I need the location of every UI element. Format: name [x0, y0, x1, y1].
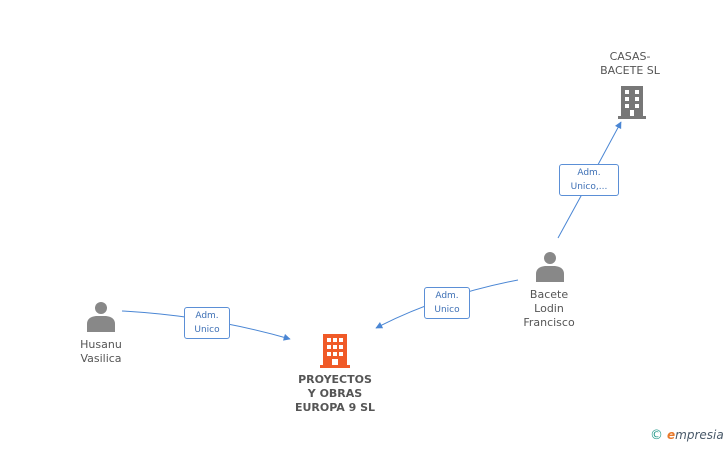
building-icon[interactable]: [618, 86, 646, 119]
node-label-line: BACETE SL: [600, 64, 660, 77]
brand-watermark: © empresia: [650, 428, 724, 443]
edge-label-line: Unico: [194, 325, 220, 335]
node-label-bacete[interactable]: Bacete Lodin Francisco: [508, 288, 590, 330]
edge-label-husanu-proyectos[interactable]: Adm. Unico: [184, 307, 230, 339]
edge-label-line: Adm.: [195, 311, 219, 321]
node-label-line: Francisco: [523, 316, 575, 329]
node-label-line: Lodin: [534, 302, 564, 315]
copyright-symbol: ©: [650, 428, 663, 443]
brand-logo-text: mpresia: [675, 428, 724, 442]
edge-label-line: Adm.: [577, 168, 601, 178]
building-icon[interactable]: [320, 334, 350, 368]
person-icon[interactable]: [536, 252, 564, 282]
person-icon[interactable]: [87, 302, 115, 332]
node-label-line: Y OBRAS: [307, 387, 363, 400]
node-label-proyectos[interactable]: PROYECTOS Y OBRAS EUROPA 9 SL: [280, 373, 390, 415]
node-label-line: Husanu: [80, 338, 122, 351]
node-label-line: EUROPA 9 SL: [294, 401, 376, 414]
node-label-line: CASAS-: [609, 50, 651, 63]
edge-label-line: Unico,...: [570, 182, 608, 192]
node-label-casas[interactable]: CASAS- BACETE SL: [585, 50, 675, 78]
node-label-line: Bacete: [529, 288, 569, 301]
edge-label-line: Unico: [434, 305, 460, 315]
edge-label-bacete-casas[interactable]: Adm. Unico,...: [559, 164, 619, 196]
brand-logo-e: e: [667, 428, 676, 442]
node-label-husanu[interactable]: Husanu Vasilica: [60, 338, 142, 366]
edge-label-line: Adm.: [435, 291, 459, 301]
node-label-line: Vasilica: [80, 352, 122, 365]
node-label-line: PROYECTOS: [298, 373, 372, 386]
edge-label-bacete-proyectos[interactable]: Adm. Unico: [424, 287, 470, 319]
